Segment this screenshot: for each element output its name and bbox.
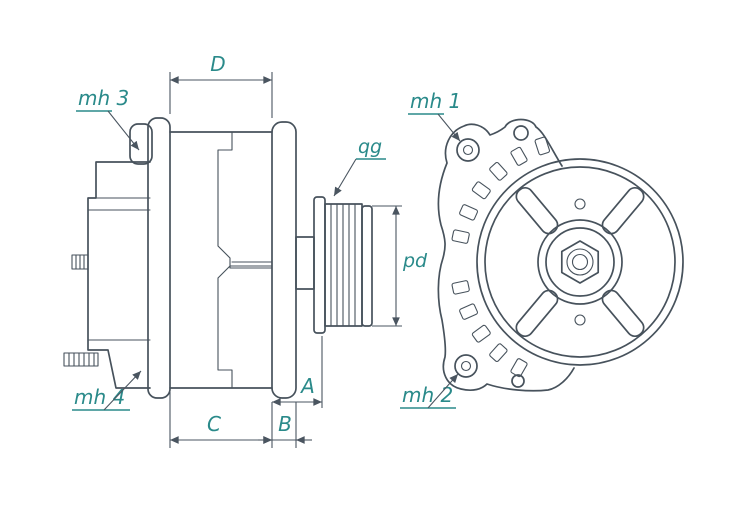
rear-flange [147, 117, 171, 399]
mh1-label: mh 1 [410, 89, 461, 113]
top-mounting-lug [129, 123, 153, 165]
shaft-circle [566, 248, 594, 276]
stator-body [169, 131, 273, 389]
callout-mh3: mh 3 [76, 86, 140, 151]
spoke-hole-top [574, 198, 586, 210]
dim-d-extension-lines [169, 72, 273, 118]
pulley-outer-rim [476, 158, 684, 366]
dimension-a: A [272, 336, 323, 408]
side-view: D C B A pd qg [63, 52, 428, 448]
mounting-bracket [437, 118, 575, 392]
terminal-studs [63, 254, 99, 367]
mounting-hole-2 [454, 354, 478, 378]
pulley-left-flange [313, 196, 326, 334]
dim-a-label: A [299, 374, 315, 398]
shaft-center [571, 253, 589, 271]
ventilation-slots [451, 136, 551, 378]
shaft-spacer [295, 236, 315, 290]
callout-qg: qg [333, 136, 386, 197]
dim-b-label: B [278, 412, 292, 436]
rear-housing-detail-lines [87, 197, 151, 341]
hub-inner-ring [545, 227, 615, 297]
dimension-b: B [258, 402, 312, 448]
mounting-hole-1-bore [462, 144, 474, 156]
dim-pd-label: pd [402, 250, 428, 272]
dim-d-label: D [210, 52, 225, 76]
mh4-label: mh 4 [74, 385, 125, 409]
pulley-inner-rim [484, 166, 676, 358]
lower-mounting-bolt [63, 352, 99, 367]
dim-c-label: C [207, 412, 221, 436]
dimension-c: C [169, 392, 273, 448]
upper-stud-threads [75, 254, 85, 270]
rear-housing [87, 123, 153, 389]
rear-housing-outline [87, 161, 151, 389]
bracket-top-hole [513, 125, 529, 141]
pulley-right-flange [361, 205, 373, 327]
body-contour-upper [217, 131, 273, 269]
callout-mh1: mh 1 [408, 89, 461, 142]
callout-mh4: mh 4 [72, 370, 142, 411]
mh1-leader-line [437, 113, 461, 142]
mh2-label: mh 2 [402, 383, 453, 407]
front-view: mh 1 mh 2 [400, 89, 684, 409]
mh3-label: mh 3 [78, 86, 129, 110]
pulley-spokes [512, 183, 648, 341]
shaft-nut-hexagon [560, 240, 600, 284]
spoke-hole-bottom [574, 314, 586, 326]
bracket-outline [437, 118, 575, 392]
pulley-side [295, 196, 373, 334]
body-edges [169, 131, 273, 389]
mh2-leader-line [427, 373, 459, 409]
pulley-front [476, 158, 684, 366]
mounting-hole-2-bore [460, 360, 472, 372]
dimension-d: D [169, 52, 273, 118]
mh3-leader-line [107, 110, 140, 151]
mounting-hole-1 [456, 138, 480, 162]
dimension-pd: pd [372, 205, 428, 327]
lower-bolt-threads [68, 352, 95, 367]
pulley-ribs [330, 203, 356, 327]
body-contour-lower [217, 265, 273, 389]
qg-label: qg [358, 136, 382, 158]
dim-pd-extension-lines [372, 205, 402, 327]
hub-outer-ring [537, 219, 623, 305]
bracket-bottom-hole [511, 374, 525, 388]
front-flange [271, 121, 297, 399]
callout-mh2: mh 2 [400, 373, 459, 409]
qg-leader-line [333, 158, 357, 197]
mh4-leader-line [103, 370, 142, 411]
